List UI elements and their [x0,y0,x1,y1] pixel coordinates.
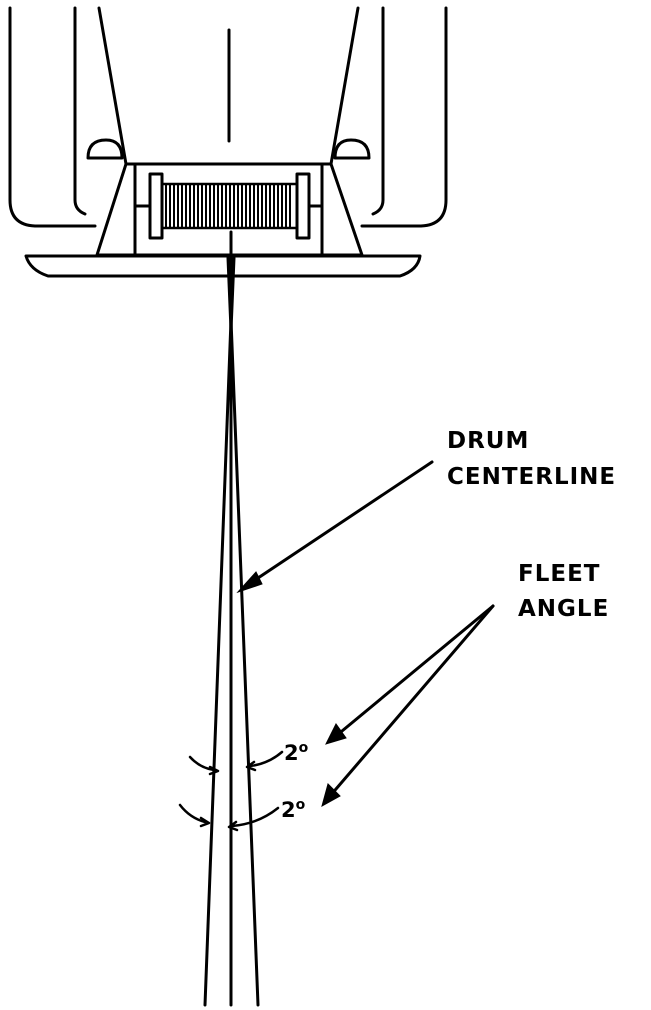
drum-barrel [160,182,299,230]
drum-cable-wraps [165,185,291,227]
right-fleet-line [229,318,260,1007]
right-sloped-member [329,6,360,166]
bumper [24,254,422,278]
right-frame-inner-line [371,6,385,216]
fleet-angle-value-lower: 2o [281,797,306,822]
lower-arc-right [230,806,280,828]
left-sloped-member [97,6,128,166]
fleet-angle-value-upper: 2o [284,740,309,765]
left-frame-outline [8,6,97,228]
upper-arc-right [248,750,284,768]
drum-left-flange [148,172,164,240]
upper-arc-right-arrowhead [245,760,257,772]
fleet-angle-leaders [321,604,495,808]
upper-arc-left [188,755,216,772]
cable-lead-taper [226,256,236,332]
lower-arc-right-arrowhead [227,820,239,832]
fleet-angle-leader-upper [334,604,495,738]
fleet-angle-label-line1: FLEET [518,561,600,587]
drum-centerline-leader-line [244,460,434,588]
fleet-angle-leader-lower [328,604,495,798]
right-frame-outline [360,6,448,228]
cable-lines [203,230,260,1007]
left-frame-inner-line [73,6,87,216]
drum-centerline-leader [236,460,434,594]
upper-arc-left-arrowhead [208,765,220,776]
drum-centerline-label-line1: DRUM [447,428,529,454]
drum-centerline-arrowhead [236,571,263,594]
lower-arc-left [178,803,207,824]
left-fleet-line [203,318,233,1007]
left-light-icon [86,138,124,160]
fleet-angle-arrowhead-upper [325,723,347,745]
right-light-icon [333,138,371,160]
angle-arc-upper [188,750,284,776]
angle-arc-lower [178,803,280,832]
fleet-angle-label-line2: ANGLE [518,596,609,622]
drum-right-flange [295,172,311,240]
vehicle-body [8,6,448,278]
lower-arc-left-arrowhead [199,816,211,828]
winch-drum [134,172,324,240]
fleet-angle-arrowhead-lower [321,783,341,808]
drum-centerline-label-line2: CENTERLINE [447,464,616,490]
